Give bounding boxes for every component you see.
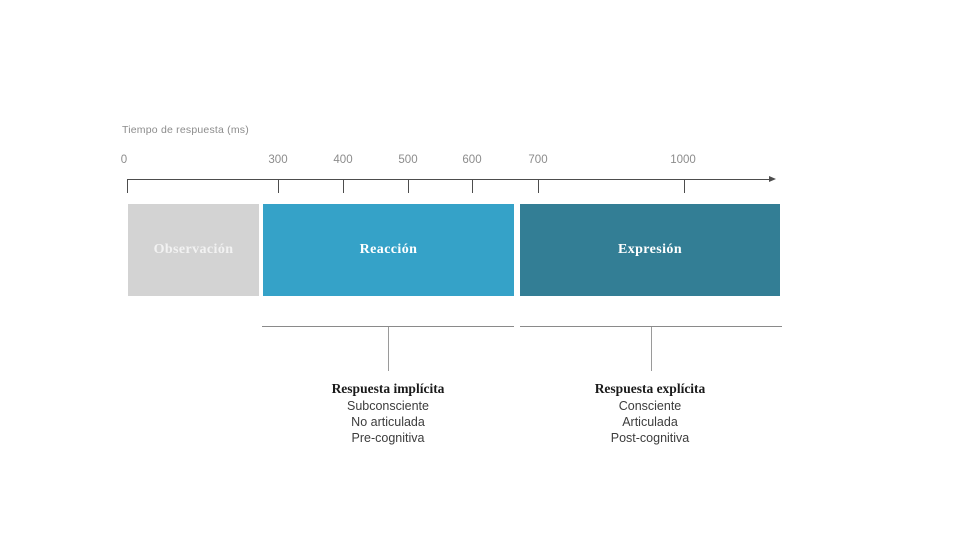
- tick-mark-300: [278, 180, 279, 193]
- bracket-implicita-line: [262, 326, 514, 327]
- tick-label-400: 400: [333, 154, 353, 166]
- annotation-implicita-title: Respuesta implícita: [331, 381, 445, 396]
- segment-reaccion: Reacción: [263, 204, 514, 296]
- tick-label-1000: 1000: [670, 154, 696, 166]
- segment-expresion-label: Expresión: [617, 242, 683, 257]
- tick-label-700: 700: [528, 154, 548, 166]
- bracket-explicita-line: [520, 326, 782, 327]
- annotation-explicita: Respuesta explícita Consciente Articulad…: [530, 381, 770, 446]
- axis-line: [127, 179, 771, 180]
- segment-expresion: Expresión: [520, 204, 780, 296]
- bracket-implicita-stem: [388, 327, 389, 371]
- tick-label-300: 300: [268, 154, 288, 166]
- tick-mark-600: [472, 180, 473, 193]
- tick-label-500: 500: [398, 154, 418, 166]
- tick-label-0: 0: [120, 154, 128, 166]
- annotation-explicita-line: Articulada: [622, 415, 678, 429]
- annotation-explicita-line: Post-cognitiva: [610, 431, 690, 445]
- annotation-implicita-line: Pre-cognitiva: [351, 431, 425, 445]
- tick-mark-700: [538, 180, 539, 193]
- tick-label-600: 600: [462, 154, 482, 166]
- annotation-explicita-title: Respuesta explícita: [594, 381, 706, 396]
- annotation-implicita: Respuesta implícita Subconsciente No art…: [268, 381, 508, 446]
- tick-mark-0: [127, 180, 128, 193]
- tick-mark-1000: [684, 180, 685, 193]
- segment-observacion-label: Observación: [153, 242, 234, 257]
- annotation-explicita-line: Consciente: [618, 399, 682, 413]
- segment-reaccion-label: Reacción: [359, 242, 418, 257]
- tick-mark-500: [408, 180, 409, 193]
- axis-title: Tiempo de respuesta (ms): [122, 124, 249, 136]
- tick-mark-400: [343, 180, 344, 193]
- annotation-implicita-line: No articulada: [351, 415, 425, 429]
- bracket-explicita-stem: [651, 327, 652, 371]
- annotation-implicita-line: Subconsciente: [346, 399, 429, 413]
- axis-arrowhead-icon: [769, 176, 776, 182]
- segment-observacion: Observación: [128, 204, 259, 296]
